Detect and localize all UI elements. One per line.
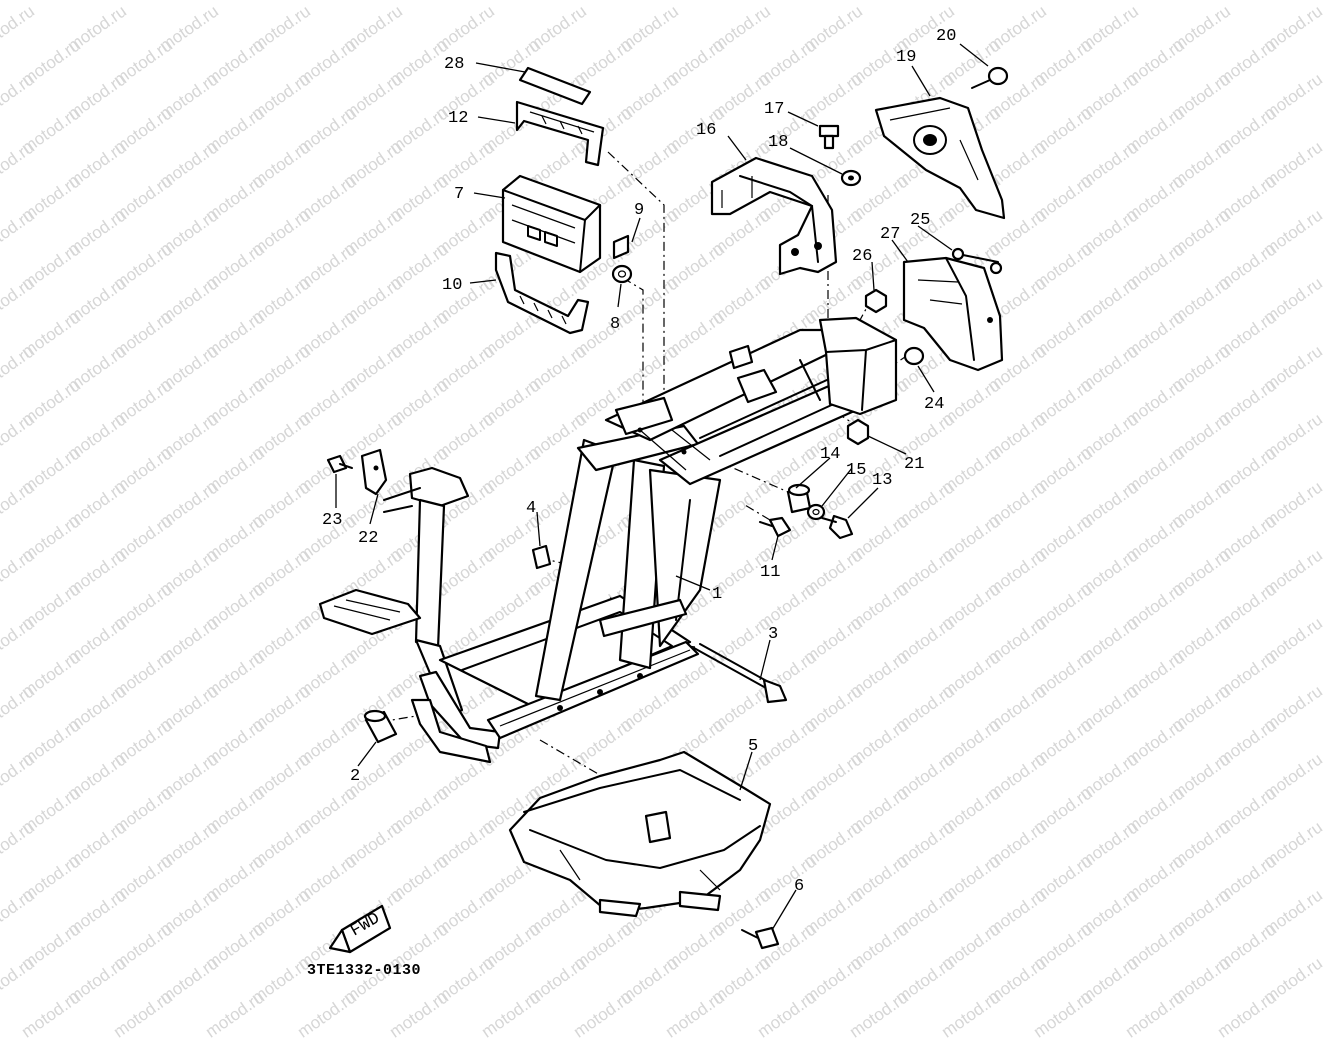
exploded-frame-diagram: FWD 28 12 7 10 9 <box>318 27 1009 954</box>
part-10-battery-holder <box>494 251 590 335</box>
part-19-bracket <box>874 96 1006 220</box>
callout-23: 23 <box>322 511 342 530</box>
callout-1: 1 <box>712 585 722 604</box>
callout-17: 17 <box>764 100 784 119</box>
watermark-text: motod.ru <box>938 987 1004 1042</box>
watermark-text: motod.ru <box>662 987 728 1042</box>
callout-16: 16 <box>696 121 716 140</box>
callout-22: 22 <box>358 529 378 548</box>
watermark-text: motod.ru <box>386 987 452 1042</box>
callout-27: 27 <box>880 225 900 244</box>
part-6-bolt <box>741 926 780 950</box>
part-18-nut <box>840 169 862 187</box>
part-7-battery-box <box>501 174 602 274</box>
watermark-text: motod.ru <box>846 987 912 1042</box>
watermark-text: motod.ru <box>570 987 636 1042</box>
part-16-bracket <box>710 156 838 276</box>
watermark-text: motod.ru <box>478 987 544 1042</box>
part-27-cover <box>902 256 1004 372</box>
callout-labels: 28 12 7 10 9 8 16 17 18 19 20 25 27 26 2… <box>322 27 956 896</box>
part-20-bolt <box>971 66 1009 89</box>
callout-25: 25 <box>910 211 930 230</box>
callout-14: 14 <box>820 445 840 464</box>
part-5-under-cover <box>508 750 772 918</box>
callout-18: 18 <box>768 133 788 152</box>
watermark-text: motod.ru <box>1122 987 1188 1042</box>
fwd-arrow-icon: FWD <box>328 904 392 954</box>
callout-5: 5 <box>748 737 758 756</box>
part-21-nut <box>846 418 870 446</box>
callout-12: 12 <box>448 109 468 128</box>
part-23-bolt <box>326 454 353 474</box>
callout-6: 6 <box>794 877 804 896</box>
callout-19: 19 <box>896 48 916 67</box>
callout-20: 20 <box>936 27 956 46</box>
part-22-bracket <box>360 448 388 496</box>
part-1-main-frame <box>318 316 898 764</box>
watermark-text: motod.ru <box>754 987 820 1042</box>
callout-9: 9 <box>634 201 644 220</box>
part-2-collar <box>363 709 398 744</box>
watermark-text: motod.ru <box>1030 987 1096 1042</box>
callout-8: 8 <box>610 315 620 334</box>
callout-3: 3 <box>768 625 778 644</box>
watermark-text: motod.ru <box>1214 987 1280 1042</box>
callout-24: 24 <box>924 395 944 414</box>
part-13-bolt <box>821 514 854 540</box>
part-25-stay <box>951 247 1003 275</box>
callout-28: 28 <box>444 55 464 74</box>
part-17-bolt <box>818 124 840 150</box>
part-26-nut <box>864 288 888 314</box>
callout-26: 26 <box>852 247 872 266</box>
part-15-washer <box>806 503 826 521</box>
part-3-bolt <box>693 643 788 704</box>
part-24-cap <box>903 346 925 366</box>
drawing-code: 3TE1332-0130 <box>307 962 422 979</box>
part-9-clip <box>612 234 630 260</box>
callout-21: 21 <box>904 455 924 474</box>
callout-10: 10 <box>442 276 462 295</box>
watermark-text: motod.ru <box>18 987 84 1042</box>
part-28-strip <box>518 66 592 106</box>
part-14-collar <box>786 483 812 514</box>
callout-7: 7 <box>454 185 464 204</box>
watermark-text: motod.ru <box>294 987 360 1042</box>
watermark-text: motod.ru <box>202 987 268 1042</box>
part-8-damper <box>611 264 633 284</box>
watermark-text: motod.ru <box>110 987 176 1042</box>
callout-13: 13 <box>872 471 892 490</box>
callout-2: 2 <box>350 767 360 786</box>
part-4-damper <box>531 544 552 570</box>
callout-15: 15 <box>846 461 866 480</box>
part-11-bolt <box>759 516 792 538</box>
callout-4: 4 <box>526 499 536 518</box>
callout-leader-lines <box>335 43 989 931</box>
callout-11: 11 <box>760 563 780 582</box>
part-12-battery-band <box>515 100 605 167</box>
